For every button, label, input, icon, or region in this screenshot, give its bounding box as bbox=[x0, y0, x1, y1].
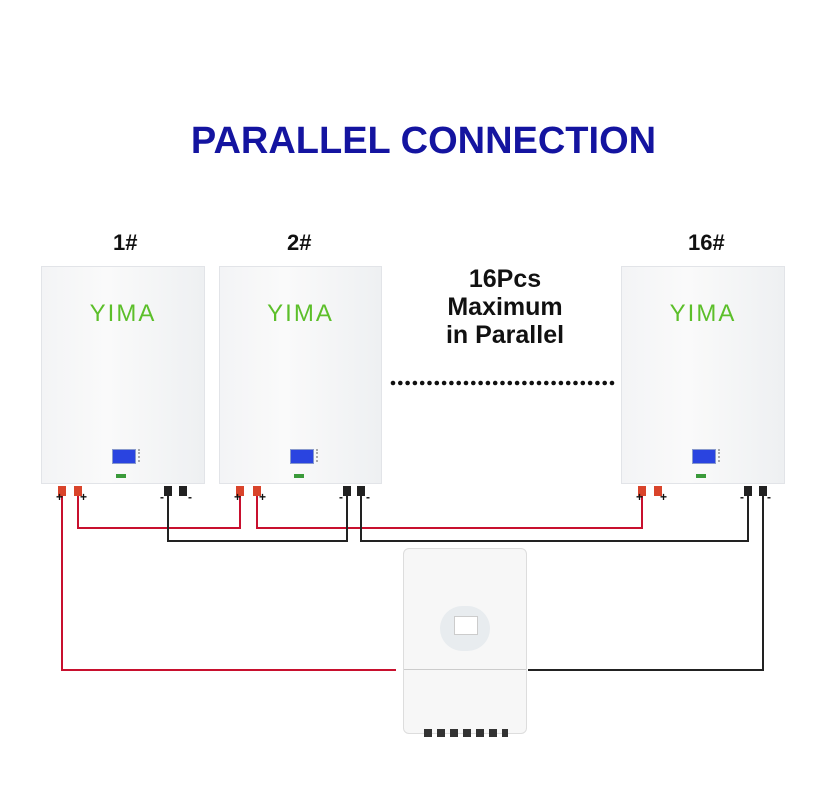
lcd-screen bbox=[112, 449, 136, 464]
ellipsis-dot bbox=[602, 380, 607, 386]
ellipsis-dot bbox=[471, 380, 476, 386]
plus-sign: + bbox=[80, 490, 88, 504]
ellipsis-dot bbox=[456, 380, 462, 386]
battery-label-2: 2# bbox=[287, 230, 312, 255]
buttons bbox=[138, 449, 146, 462]
ellipsis-dot bbox=[449, 380, 454, 386]
note-line-3: in Parallel bbox=[445, 321, 565, 349]
negative-terminal bbox=[357, 486, 365, 496]
battery-label-1: 1# bbox=[113, 230, 138, 255]
ellipsis-dot bbox=[573, 380, 578, 386]
ellipsis-dot bbox=[427, 380, 432, 386]
ellipsis-dot bbox=[558, 380, 564, 386]
inverter-seam bbox=[404, 669, 526, 670]
ellipsis-dot bbox=[405, 380, 410, 386]
indicator bbox=[696, 474, 706, 478]
positive-terminal bbox=[58, 486, 66, 496]
positive-wire-1-2 bbox=[77, 496, 241, 529]
ellipsis-dot bbox=[434, 380, 440, 386]
ellipsis-dot bbox=[485, 380, 491, 386]
inverter-ports bbox=[424, 729, 508, 737]
brand-logo: YIMA bbox=[267, 300, 334, 327]
ellipsis-dot bbox=[544, 380, 549, 386]
minus-sign: - bbox=[160, 490, 164, 504]
ellipsis-dot bbox=[529, 380, 534, 386]
negative-terminal bbox=[164, 486, 172, 496]
inverter-display bbox=[454, 616, 478, 635]
positive-wire-main bbox=[61, 496, 396, 671]
buttons bbox=[316, 449, 324, 462]
note-line-2: Maximum bbox=[447, 293, 563, 321]
ellipsis-dot bbox=[412, 380, 418, 386]
minus-sign: - bbox=[740, 490, 744, 504]
negative-terminal bbox=[343, 486, 351, 496]
positive-terminal bbox=[654, 486, 662, 496]
ellipsis-dot bbox=[522, 380, 527, 386]
battery-16: YIMA bbox=[621, 266, 785, 484]
lcd-screen bbox=[290, 449, 314, 464]
positive-wire-2-16 bbox=[256, 496, 643, 529]
negative-wire-1-2 bbox=[167, 496, 348, 542]
battery-1: YIMA bbox=[41, 266, 205, 484]
page-title: PARALLEL CONNECTION bbox=[190, 120, 657, 162]
negative-wire-2-16 bbox=[360, 496, 749, 542]
ellipsis-dot bbox=[441, 380, 447, 386]
ellipsis-dot bbox=[492, 380, 498, 386]
ellipsis-dot bbox=[565, 380, 571, 386]
ellipsis-dot bbox=[580, 380, 586, 386]
indicator bbox=[116, 474, 126, 478]
ellipsis-dot bbox=[587, 380, 593, 386]
plus-sign: + bbox=[234, 490, 242, 504]
ellipsis-dot bbox=[398, 380, 403, 386]
battery-label-16: 16# bbox=[688, 230, 725, 255]
negative-terminal bbox=[744, 486, 752, 496]
positive-terminal bbox=[253, 486, 261, 496]
plus-sign: + bbox=[636, 490, 644, 504]
ellipsis-dot bbox=[595, 380, 600, 386]
ellipsis-dot bbox=[500, 380, 505, 386]
positive-terminal bbox=[638, 486, 646, 496]
negative-terminal bbox=[759, 486, 767, 496]
lcd-screen bbox=[692, 449, 716, 464]
ellipsis-dot bbox=[507, 380, 513, 386]
ellipsis-dot bbox=[536, 380, 542, 386]
buttons bbox=[718, 449, 726, 462]
ellipsis-dot bbox=[463, 380, 469, 386]
minus-sign: - bbox=[339, 490, 343, 504]
ellipsis-dot bbox=[390, 380, 396, 386]
ellipsis-dots: /* dots drawn below */ bbox=[390, 380, 615, 386]
note-line-1: 16Pcs bbox=[468, 265, 542, 293]
inverter-control-panel bbox=[440, 606, 490, 651]
negative-wire-main bbox=[528, 496, 764, 671]
ellipsis-dot bbox=[551, 380, 556, 386]
brand-logo: YIMA bbox=[669, 300, 737, 327]
plus-sign: + bbox=[56, 490, 64, 504]
indicator bbox=[294, 474, 304, 478]
minus-sign: - bbox=[767, 490, 771, 504]
inverter bbox=[403, 548, 527, 737]
positive-terminal bbox=[236, 486, 244, 496]
parallel-note: 16Pcs Maximum in Parallel bbox=[420, 265, 590, 349]
ellipsis-dot bbox=[419, 380, 425, 386]
plus-sign: + bbox=[660, 490, 668, 504]
minus-sign: - bbox=[366, 490, 370, 504]
positive-terminal bbox=[74, 486, 82, 496]
plus-sign: + bbox=[259, 490, 267, 504]
battery-2: YIMA bbox=[219, 266, 382, 484]
ellipsis-dot bbox=[609, 380, 615, 386]
negative-terminal bbox=[179, 486, 187, 496]
minus-sign: - bbox=[188, 490, 192, 504]
ellipsis-dot bbox=[478, 380, 483, 386]
ellipsis-dot bbox=[514, 380, 520, 386]
brand-logo: YIMA bbox=[89, 300, 157, 327]
